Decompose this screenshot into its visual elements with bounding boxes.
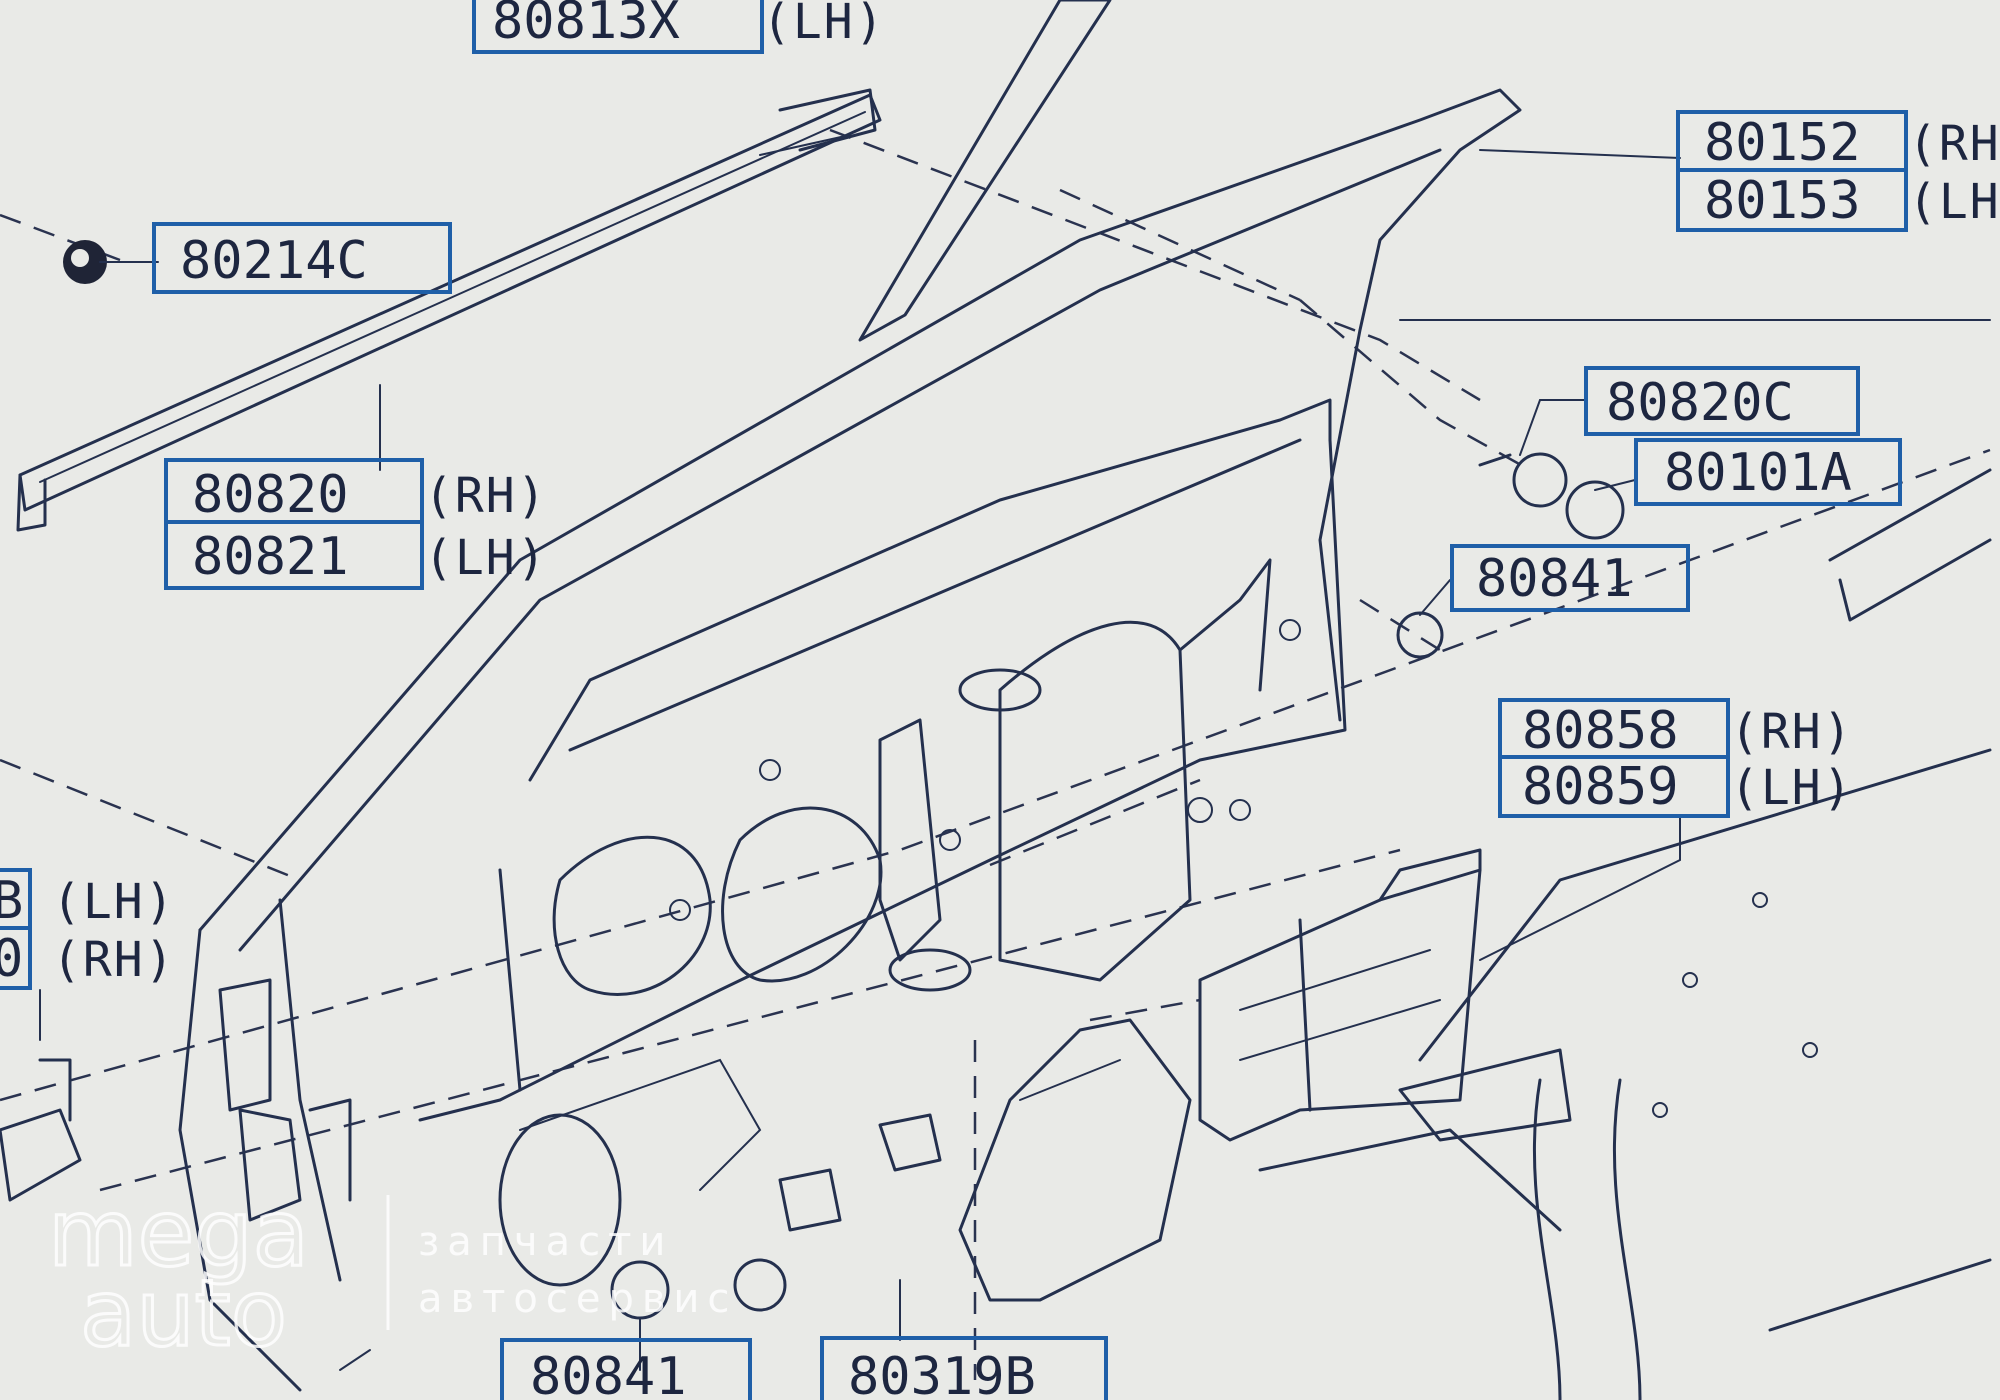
callout-80152-80153: 80152 (RH 80153 (LH — [1676, 110, 2000, 232]
door-inner-panel — [178, 438, 1347, 1392]
door-hinge — [0, 978, 352, 1222]
callout-code: B — [0, 871, 23, 931]
callout-code: 80820 — [192, 465, 349, 525]
watermark: mega auto запчасти автосервис — [47, 1179, 737, 1369]
watermark-tagline2: автосервис — [418, 1276, 737, 1322]
clips-and-grommets — [339, 452, 1625, 1371]
callout-side: (LH) — [424, 530, 548, 586]
wedge-bracket — [958, 1018, 1192, 1302]
callout-80841-lower: 80841 — [500, 1338, 752, 1400]
door-trim-panel — [1258, 468, 1992, 1400]
callout-80813x: 80813X (LH) — [472, 0, 886, 54]
callout-left-edge: B (LH) 0 (RH) — [0, 868, 176, 990]
callout-side: (RH — [1908, 116, 2000, 172]
callout-code: 0 — [0, 929, 23, 989]
callout-code: 80813X — [492, 0, 680, 51]
callout-code: 80841 — [1476, 549, 1633, 609]
callout-code: 80859 — [1522, 757, 1679, 817]
callout-code: 80214C — [180, 231, 368, 291]
callout-80841-upper: 80841 — [1450, 544, 1690, 612]
callout-80101a: 80101A — [1634, 438, 1902, 506]
callout-side: (LH) — [52, 874, 176, 930]
callout-80820-80821: 80820 (RH) 80821 (LH) — [164, 458, 548, 590]
callout-80858-80859: 80858 (RH) 80859 (LH) — [1498, 698, 1854, 818]
callout-code: 80319B — [848, 1347, 1036, 1400]
callout-code: 80820C — [1606, 373, 1794, 433]
callout-code: 80858 — [1522, 701, 1679, 761]
callout-80319b: 80319B — [820, 1336, 1108, 1400]
callout-side: (LH) — [1730, 760, 1854, 816]
callout-code: 80152 — [1704, 113, 1861, 173]
callout-side: (RH) — [424, 468, 548, 524]
callout-80214c: 80214C — [152, 222, 452, 294]
callout-leader-lines — [39, 149, 1991, 1371]
callout-side: (RH) — [1730, 704, 1854, 760]
watermark-logo-line2: auto — [80, 1260, 287, 1367]
callout-code: 80153 — [1704, 171, 1861, 231]
callout-code: 80821 — [192, 527, 349, 587]
callout-code: 80841 — [530, 1347, 687, 1400]
callout-side: (LH) — [762, 0, 886, 50]
clip-part — [63, 240, 107, 284]
callout-side: (RH) — [52, 932, 176, 988]
watermark-tagline1: запчасти — [418, 1219, 673, 1265]
callout-code: 80101A — [1664, 443, 1852, 503]
callout-80820c: 80820C — [1584, 366, 1860, 436]
belt-moulding-strip — [16, 88, 882, 532]
callout-side: (LH — [1908, 174, 2000, 230]
module-bracket — [1198, 848, 1482, 1142]
watermark-logo-line1: mega — [48, 1180, 309, 1287]
door-window-sash — [198, 0, 1522, 952]
